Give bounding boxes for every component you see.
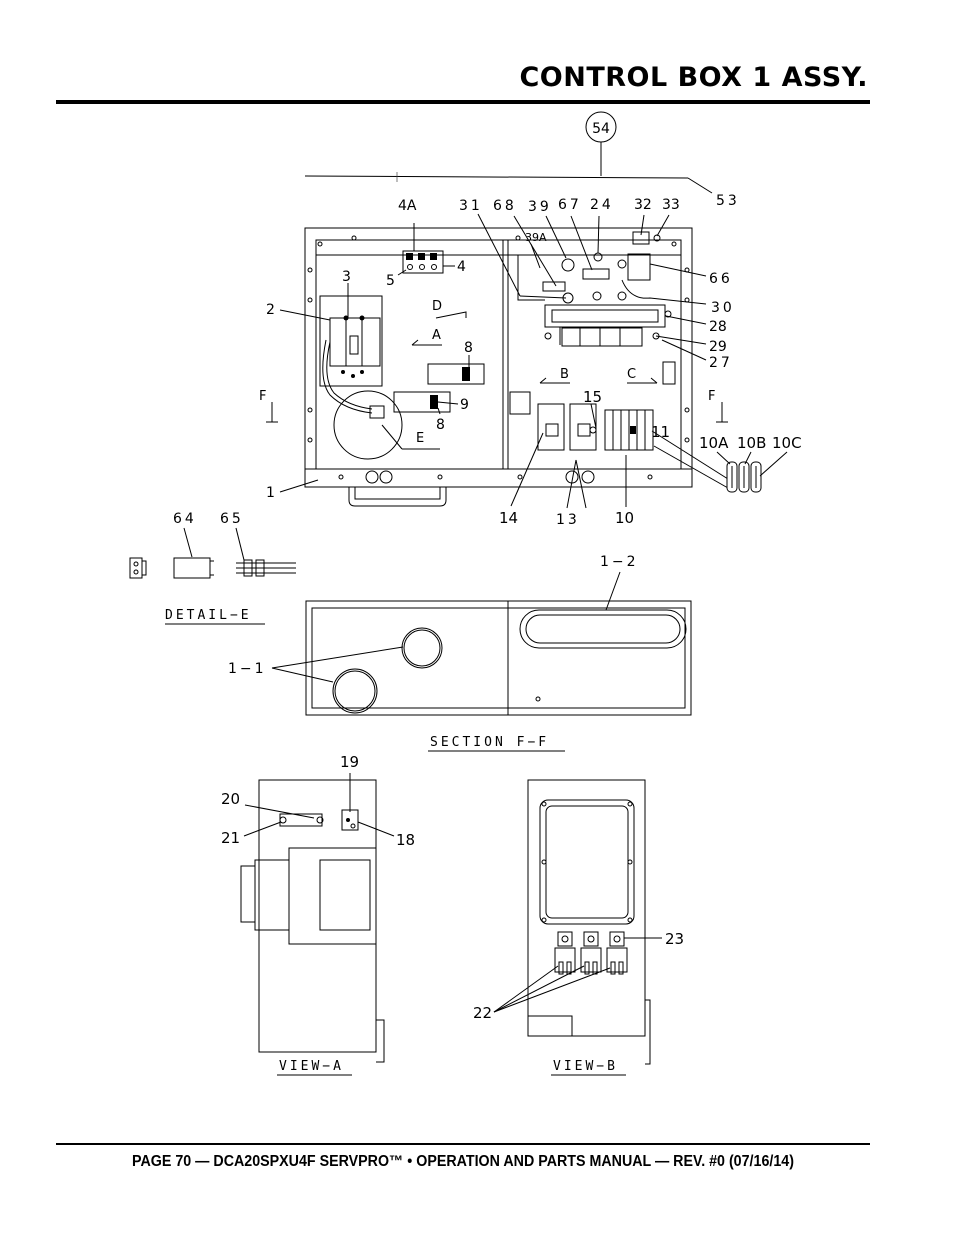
- callout-54-label: 54: [592, 121, 610, 137]
- callout-29: 29: [709, 339, 727, 355]
- callout-10b: 10B: [737, 434, 766, 452]
- footer-rule: [56, 1143, 870, 1145]
- callout-1-2: 1−2: [600, 554, 639, 570]
- callout-18: 18: [396, 831, 415, 849]
- direction-d: D: [432, 299, 442, 314]
- view-b: 23 22 VIEW−B: [473, 779, 684, 1076]
- callout-67: 67: [558, 197, 582, 213]
- lower-right-components: [509, 391, 729, 509]
- relay-8-lower: [393, 391, 459, 415]
- callout-32: 32: [634, 197, 652, 213]
- direction-e: E: [416, 431, 424, 446]
- relay-8-upper: [427, 355, 485, 385]
- callout-4a: 4A: [398, 198, 417, 214]
- callout-39: 39: [528, 199, 552, 215]
- upper-right-components: [477, 213, 707, 361]
- section-ff: 1−2 1−1 SECTION F−F: [228, 554, 692, 752]
- direction-c: C: [627, 367, 636, 382]
- callout-54: 54: [585, 111, 617, 176]
- direction-a: A: [432, 328, 441, 343]
- callout-5: 5: [386, 273, 395, 289]
- main-callout-labels: 4A 31 68 39 67 24 32 33 39A 4 5 3 66 2 3…: [259, 197, 802, 528]
- view-title-detail-e: DETAIL−E: [165, 608, 252, 623]
- callout-10a: 10A: [699, 434, 729, 452]
- view-title-view-a: VIEW−A: [279, 1059, 344, 1074]
- header-rule: [56, 100, 870, 104]
- callout-15: 15: [583, 388, 602, 406]
- callout-53: 53: [304, 172, 740, 209]
- direction-f-right: F: [708, 389, 715, 404]
- callout-10c: 10C: [772, 434, 802, 452]
- callout-1: 1: [266, 485, 275, 501]
- view-a: 19 20 21 18 VIEW−A: [221, 753, 415, 1076]
- callout-65: 65: [220, 511, 244, 527]
- callout-8-lower: 8: [436, 417, 445, 433]
- detail-e: 64 65 DETAIL−E: [129, 511, 296, 625]
- detail-e-wiring: [322, 339, 440, 460]
- callout-53-label: 53: [716, 193, 740, 209]
- view-title-view-b: VIEW−B: [553, 1059, 618, 1074]
- callout-9: 9: [460, 397, 469, 413]
- direction-f-left: F: [259, 389, 266, 404]
- callout-21: 21: [221, 829, 240, 847]
- callout-14: 14: [499, 509, 518, 527]
- callout-23: 23: [665, 930, 684, 948]
- callout-1-1: 1−1: [228, 661, 267, 677]
- relay-22-b: [580, 931, 602, 975]
- callout-24: 24: [590, 197, 614, 213]
- control-box-panel: [304, 227, 693, 507]
- callout-66: 66: [709, 271, 733, 287]
- relay-22-a: [554, 931, 576, 975]
- callout-33: 33: [662, 197, 680, 213]
- callout-13: 13: [556, 512, 580, 528]
- direction-b: B: [560, 367, 569, 382]
- callout-22: 22: [473, 1004, 492, 1022]
- callout-4: 4: [457, 259, 466, 275]
- terminal-block-4: [397, 223, 455, 276]
- callout-8-upper: 8: [464, 340, 473, 356]
- callout-19: 19: [340, 753, 359, 771]
- fuses-10: [716, 451, 788, 493]
- callout-28: 28: [709, 319, 727, 335]
- direction-arrows: [266, 311, 728, 423]
- callout-64: 64: [173, 511, 197, 527]
- circuit-breaker: [279, 283, 383, 387]
- callout-3: 3: [342, 269, 351, 285]
- page-title: CONTROL BOX 1 ASSY.: [519, 62, 868, 93]
- callout-39a: 39A: [525, 231, 547, 244]
- callout-11: 11: [651, 423, 670, 441]
- callout-68: 68: [493, 198, 517, 214]
- relay-22-c: [606, 931, 628, 975]
- view-title-section-ff: SECTION F−F: [430, 735, 549, 750]
- callout-2: 2: [266, 302, 275, 318]
- callout-10: 10: [615, 509, 634, 527]
- callout-30: 30: [711, 300, 735, 316]
- callout-27: 27: [709, 355, 733, 371]
- callout-20: 20: [221, 790, 240, 808]
- page-footer: PAGE 70 — DCA20SPXU4F SERVPRO™ • OPERATI…: [132, 1153, 794, 1170]
- callout-31: 31: [459, 198, 483, 214]
